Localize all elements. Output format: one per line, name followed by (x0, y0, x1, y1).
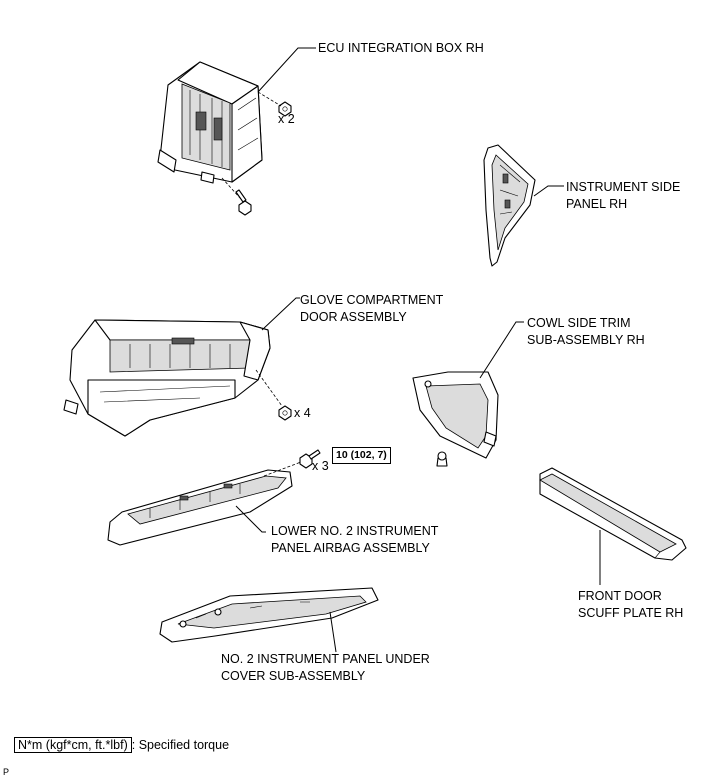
glove-screw (278, 405, 292, 421)
cowl-side-trim (412, 371, 499, 459)
footer-code: P (3, 767, 10, 777)
ecu-nut (278, 101, 292, 117)
glove-compartment-door (63, 319, 271, 437)
torque-legend: N*m (kgf*cm, ft.*lbf): Specified torque (14, 737, 230, 753)
cowl-label-line1: COWL SIDE TRIM (527, 316, 631, 330)
instrument-side-panel (483, 144, 536, 267)
scuff-label-line1: FRONT DOOR (578, 589, 662, 603)
ecu-integration-box (157, 61, 263, 184)
side-panel-label-line2: PANEL RH (566, 197, 628, 211)
glove-label-line1: GLOVE COMPARTMENT (300, 293, 444, 307)
airbag-label-line1: LOWER NO. 2 INSTRUMENT (271, 524, 439, 538)
under-cover-sub-assembly (159, 587, 379, 643)
cowl-label-line2: SUB-ASSEMBLY RH (527, 333, 645, 347)
torque-legend-unit: N*m (kgf*cm, ft.*lbf) (14, 737, 132, 753)
cowl-clip (436, 451, 448, 467)
glove-screw-quantity: x 4 (294, 406, 311, 420)
under-cover-label-line2: COVER SUB-ASSEMBLY (221, 669, 366, 683)
side-panel-label-line1: INSTRUMENT SIDE (566, 180, 681, 194)
ecu-box-label: ECU INTEGRATION BOX RH (318, 41, 484, 55)
lower-airbag-assembly (107, 469, 293, 546)
airbag-bolt-torque: 10 (102, 7) (332, 447, 391, 464)
airbag-bolt (299, 449, 321, 469)
glove-label-line2: DOOR ASSEMBLY (300, 310, 407, 324)
torque-legend-text: : Specified torque (131, 738, 230, 752)
ecu-bolt (235, 189, 252, 216)
under-cover-label-line1: NO. 2 INSTRUMENT PANEL UNDER (221, 652, 430, 666)
ecu-nut-quantity: x 2 (278, 112, 295, 126)
airbag-bolt-quantity: x 3 (312, 459, 329, 473)
front-door-scuff-plate (539, 467, 687, 561)
airbag-label-line2: PANEL AIRBAG ASSEMBLY (271, 541, 430, 555)
scuff-label-line2: SCUFF PLATE RH (578, 606, 684, 620)
